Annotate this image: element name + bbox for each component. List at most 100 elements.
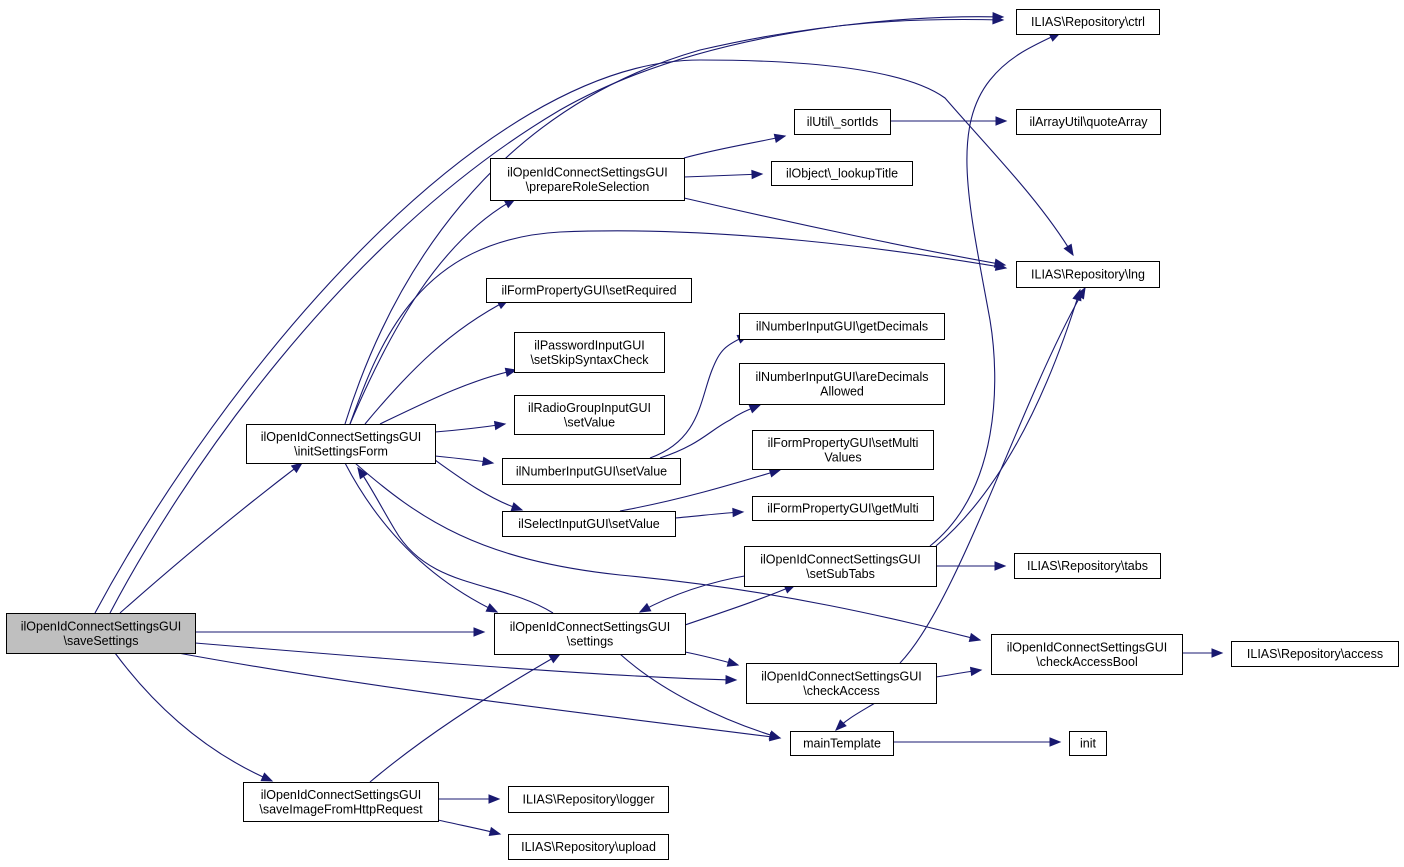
arrowhead-icon [473,627,486,637]
node-label: ilOpenIdConnectSettingsGUI [761,669,922,683]
edge-sub-to-lng [935,288,1082,547]
node-sel[interactable]: ilSelectInputGUI\setValue [502,511,676,537]
node-label: mainTemplate [803,737,881,751]
edge-line [899,287,1086,664]
arrowhead-icon [732,507,745,518]
node-init[interactable]: ilOpenIdConnectSettingsGUI\initSettingsF… [246,424,436,464]
arrowhead-icon [768,730,782,740]
node-label: ILIAS\Repository\access [1247,647,1383,661]
arrowhead-icon [992,15,1005,25]
node-tabs[interactable]: ILIAS\Repository\tabs [1014,553,1161,579]
node-box [1016,261,1160,288]
node-root[interactable]: ilOpenIdConnectSettingsGUI\saveSettings [6,613,196,654]
node-label: ilOpenIdConnectSettingsGUI [510,620,671,634]
arrowhead-icon [995,116,1008,126]
node-label: ILIAS\Repository\lng [1031,268,1145,282]
node-radio[interactable]: ilRadioGroupInputGUI\setValue [514,395,665,435]
node-box [243,782,439,822]
node-label: ilPasswordInputGUI [534,338,644,352]
node-dec[interactable]: ilNumberInputGUI\getDecimals [739,313,945,340]
edge-line [649,334,749,459]
node-upl[interactable]: ILIAS\Repository\upload [508,834,669,860]
node-acc[interactable]: ILIAS\Repository\access [1231,641,1399,667]
node-cab[interactable]: ilOpenIdConnectSettingsGUI\checkAccessBo… [991,634,1183,675]
edge-line [364,299,509,425]
edge-sel-to-gmul [674,507,745,519]
edge-prep-to-look [683,169,764,180]
node-log[interactable]: ILIAS\Repository\logger [508,786,669,813]
node-sort[interactable]: ilUtil\_sortIds [794,109,891,135]
arrowhead-icon [510,502,524,512]
node-box [246,424,436,464]
edge-init-to-ctrl [344,15,1005,425]
edge-line [434,459,523,511]
node-quote[interactable]: ilArrayUtil\quoteArray [1016,109,1161,135]
node-label: ilNumberInputGUI\getDecimals [756,320,928,334]
node-box [486,278,692,303]
edge-line [434,423,506,433]
node-label: ilUtil\_sortIds [807,115,879,129]
edge-line [369,653,561,783]
node-gmul[interactable]: ilFormPropertyGUI\getMulti [752,496,934,521]
node-label: ILIAS\Repository\tabs [1027,559,1148,573]
edge-chk-to-cab [935,666,983,678]
node-prep[interactable]: ilOpenIdConnectSettingsGUI\prepareRoleSe… [490,158,685,201]
edge-root-to-set [195,627,486,637]
node-label: ilOpenIdConnectSettingsGUI [21,619,182,633]
arrowhead-icon [969,666,983,677]
node-pwd[interactable]: ilPasswordInputGUI\setSkipSyntaxCheck [514,332,665,373]
arrowhead-icon [638,602,652,613]
node-label: ILIAS\Repository\upload [521,840,656,854]
node-req[interactable]: ilFormPropertyGUI\setRequired [486,278,692,303]
arrowhead-icon [504,367,518,377]
edge-init-to-radio [434,420,507,433]
node-label: ilOpenIdConnectSettingsGUI [507,165,668,179]
edge-chk-to-lng [899,286,1086,664]
arrowhead-icon [1211,648,1224,658]
edge-init-to-sel [434,459,524,512]
node-lng[interactable]: ILIAS\Repository\lng [1016,261,1160,288]
edge-init-to-req [364,299,510,425]
node-img[interactable]: ilOpenIdConnectSettingsGUI\saveImageFrom… [243,782,439,822]
node-label: \prepareRoleSelection [526,180,650,194]
node-label: Values [824,450,861,464]
node-look[interactable]: ilObject\_lookupTitle [771,161,913,186]
node-label: \checkAccess [803,684,879,698]
node-box [752,430,934,470]
node-box [752,496,934,521]
arrowhead-icon [968,632,982,643]
arrowhead-icon [488,826,502,836]
edge-line [94,59,1074,614]
node-main[interactable]: mainTemplate [790,731,894,756]
arrowhead-icon [835,719,847,731]
node-box [790,731,894,756]
node-box [6,613,196,654]
edge-set-to-sub [684,584,797,626]
edge-line [357,467,554,614]
arrowhead-icon [485,603,499,613]
node-box [514,332,665,373]
node-chk[interactable]: ilOpenIdConnectSettingsGUI\checkAccess [746,663,937,704]
node-ctrl[interactable]: ILIAS\Repository\ctrl [1016,9,1160,35]
node-num[interactable]: ilNumberInputGUI\setValue [502,458,681,485]
edge-line [349,230,1007,425]
node-label: \saveSettings [63,634,138,648]
arrowhead-icon [773,133,787,143]
node-box [508,834,669,860]
node-label: ILIAS\Repository\ctrl [1031,15,1145,29]
node-set[interactable]: ilOpenIdConnectSettingsGUI\settings [494,613,686,655]
node-label: ilFormPropertyGUI\setMulti [768,436,919,450]
arrowhead-icon [493,420,507,431]
node-label: ilObject\_lookupTitle [786,167,898,181]
edge-set-to-main [619,653,782,740]
node-sub[interactable]: ilOpenIdConnectSettingsGUI\setSubTabs [744,546,937,587]
node-label: ilNumberInputGUI\setValue [516,465,667,479]
edges-layer [94,12,1224,836]
node-ini[interactable]: init [1069,731,1107,756]
node-label: \saveImageFromHttpRequest [259,802,423,816]
arrowhead-icon [481,456,495,467]
node-box [490,158,685,201]
